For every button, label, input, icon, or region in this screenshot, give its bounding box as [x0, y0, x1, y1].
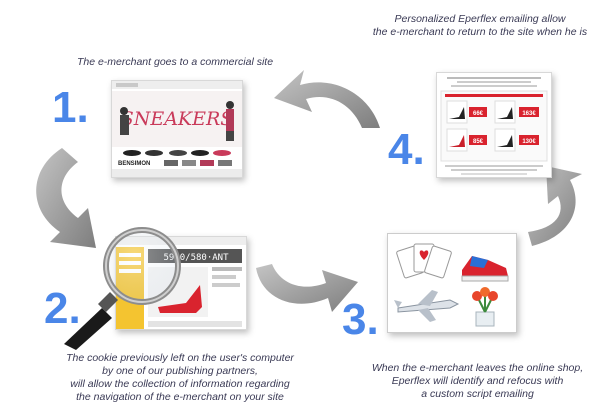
step-2-caption: The cookie previously left on the user's… [66, 352, 294, 403]
step-4-number: 4. [388, 125, 425, 174]
step-4-caption: Personalized Eperflex emailing allow the… [372, 13, 588, 38]
shoe-icon [158, 285, 202, 313]
price-1: 66€ [473, 111, 484, 117]
price-3: 85€ [473, 139, 484, 145]
sneaker-icon [461, 256, 509, 282]
step-3-icons-panel [387, 233, 517, 333]
step-3-number: 3. [342, 295, 379, 344]
curved-arrow-icon [274, 70, 380, 128]
step-1-caption: The e-merchant goes to a commercial site [76, 56, 274, 68]
magnifier-icon [64, 227, 181, 350]
step-3-caption: When the e-merchant leaves the online sh… [371, 362, 584, 400]
price-2: 163€ [522, 111, 536, 117]
step-1-number: 1. [52, 83, 89, 132]
curved-arrow-icon [256, 264, 358, 312]
product-4: 130€ [494, 128, 539, 152]
price-4: 130€ [522, 139, 536, 145]
brand-logo-text: BENSIMON [118, 161, 150, 167]
product-3: 85€ [446, 128, 487, 152]
product-code-text: 5950/580·ANT [163, 253, 229, 263]
curved-arrow-icon [36, 148, 96, 248]
product-2: 163€ [494, 100, 539, 124]
step-2-number: 2. [44, 284, 81, 333]
flowers-icon [472, 287, 498, 327]
product-1: 66€ [446, 100, 487, 124]
step-4-email-screenshot: 66€ 163€ 85€ 130€ [436, 72, 552, 178]
step-1-website-screenshot: SNEAKERS BENSIMON [111, 80, 243, 178]
cards-icon [396, 243, 452, 279]
plane-icon [394, 290, 460, 322]
curved-arrow-icon [528, 166, 582, 246]
sneakers-banner-text: SNEAKERS [121, 108, 234, 130]
